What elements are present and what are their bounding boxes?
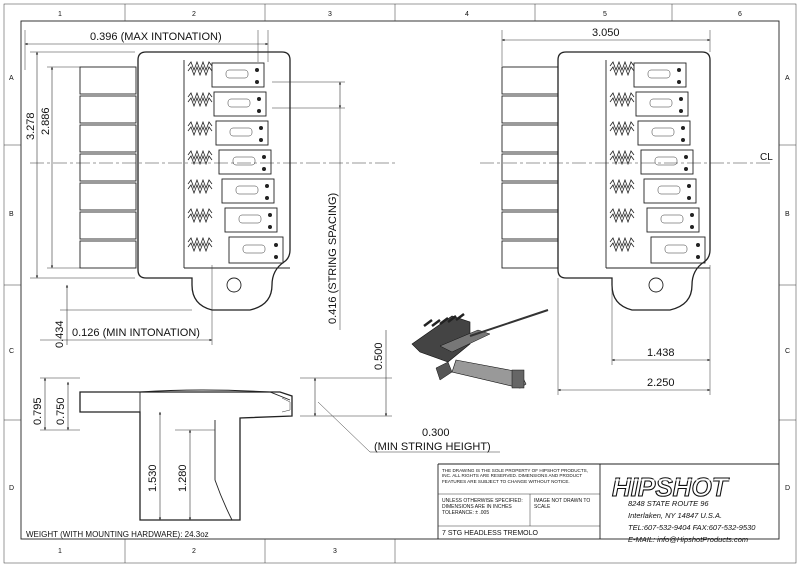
col-label: 1 xyxy=(58,548,62,555)
drawing-border xyxy=(3,3,797,564)
border-row-labels: A B C D A B C D xyxy=(9,75,790,492)
dim-side-b: 0.750 xyxy=(55,397,67,425)
dim-side-height: 0.500 xyxy=(373,342,385,370)
col-label: 1 xyxy=(58,11,62,18)
row-label: A xyxy=(9,75,14,82)
dim-width-bottom: 2.250 xyxy=(647,377,675,389)
dim-max-intonation: 0.396 (MAX INTONATION) xyxy=(90,31,222,43)
rear-tabs xyxy=(79,66,137,269)
col-label: 3 xyxy=(328,11,332,18)
dim-width-mid: 1.438 xyxy=(647,347,675,359)
top-view-left xyxy=(79,51,291,311)
dim-arm-b: 1.280 xyxy=(177,464,189,492)
dim-string-spacing: 0.416 (STRING SPACING) xyxy=(327,193,339,324)
row-label: A xyxy=(785,75,790,82)
dim-body-height: 2.886 xyxy=(40,107,52,135)
dim-lower-offset: 0.434 xyxy=(54,320,66,348)
row-label: C xyxy=(785,348,790,355)
row-label: C xyxy=(9,348,14,355)
saddles xyxy=(211,62,284,264)
dim-width-top: 3.050 xyxy=(592,27,620,39)
row-label: B xyxy=(785,211,790,218)
col-label: 6 xyxy=(738,11,742,18)
col-label: 2 xyxy=(192,548,196,555)
springs xyxy=(187,60,213,253)
row-label: D xyxy=(785,485,790,492)
title-block xyxy=(437,463,779,539)
part-name: 7 STG HEADLESS TREMOLO xyxy=(442,530,538,537)
col-label: 3 xyxy=(333,548,337,555)
top-view-right-dimensions xyxy=(480,30,770,395)
top-view-right-labels: 3.050 1.438 2.250 CL xyxy=(592,27,773,389)
top-view-left-labels: 0.396 (MAX INTONATION) 3.278 2.886 0.434… xyxy=(25,31,339,348)
centerline-symbol: CL xyxy=(760,152,773,163)
col-label: 5 xyxy=(603,11,607,18)
top-view-right xyxy=(501,51,711,311)
company-phone: TEL:607-532-9404 FAX:607-532-9530 xyxy=(628,523,756,532)
side-view-dimensions xyxy=(40,330,500,521)
company-email: E-MAIL: info@HipshotProducts.com xyxy=(628,535,749,544)
dim-min-intonation: 0.126 (MIN INTONATION) xyxy=(72,327,200,339)
hipshot-logo: HIPSHOT xyxy=(611,471,776,503)
dim-min-string-height-value: 0.300 xyxy=(422,427,450,439)
side-view xyxy=(79,389,293,521)
title-notice: THE DRAWING IS THE SOLE PROPERTY OF HIPS… xyxy=(442,468,589,484)
company-address1: 8248 STATE ROUTE 96 xyxy=(628,499,709,508)
row-label: B xyxy=(9,211,14,218)
title-scale: IMAGE NOT DRAWN TO SCALE xyxy=(534,498,591,510)
col-label: 2 xyxy=(192,11,196,18)
company-address2: Interlaken, NY 14847 U.S.A. xyxy=(628,511,723,520)
weight-note: WEIGHT (WITH MOUNTING HARDWARE): 24.3oz xyxy=(26,530,209,539)
dim-side-a: 0.795 xyxy=(32,397,44,425)
border-column-labels: 1 2 3 4 5 6 1 2 3 xyxy=(58,11,742,555)
dim-min-string-height-label: (MIN STRING HEIGHT) xyxy=(374,441,491,453)
isometric-render xyxy=(411,309,549,389)
title-tolerance: UNLESS OTHERWISE SPECIFIED: DIMENSIONS A… xyxy=(442,498,523,516)
side-view-labels: 0.795 0.750 1.530 1.280 0.500 0.300 (MIN… xyxy=(32,342,491,492)
dim-arm-a: 1.530 xyxy=(147,464,159,492)
col-label: 4 xyxy=(465,11,469,18)
rear-tabs-right xyxy=(501,66,559,269)
top-view-left-dimensions xyxy=(24,30,395,345)
dim-overall-height: 3.278 xyxy=(25,112,37,140)
row-label: D xyxy=(9,485,14,492)
logo-text: HIPSHOT xyxy=(612,472,730,502)
